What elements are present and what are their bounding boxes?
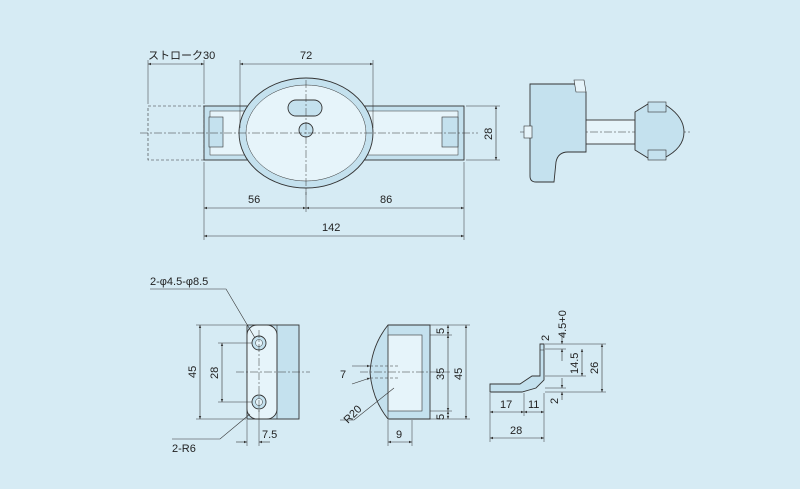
bar-end-right bbox=[441, 116, 459, 148]
dim-86: 86 bbox=[380, 194, 392, 206]
stroke-label: ストローク30 bbox=[148, 49, 215, 62]
knob-cap-bottom bbox=[647, 149, 667, 161]
hole-label: 2-φ4.5-φ8.5 bbox=[150, 276, 208, 288]
dim-7-5: 7.5 bbox=[262, 429, 277, 441]
tolerance-label: 4.5+0 bbox=[557, 310, 569, 338]
dim-5-bottom: 5 bbox=[435, 414, 447, 420]
receiver-profile: 7 R20 5 35 5 45 9 bbox=[340, 324, 470, 446]
bracket-side: 2 4.5+0 14.5 26 2 17 11 28 bbox=[489, 310, 606, 442]
profile-pocket bbox=[387, 334, 423, 412]
dim-45-front: 45 bbox=[187, 366, 199, 378]
dim-142: 142 bbox=[322, 222, 340, 234]
dim-2-top: 2 bbox=[540, 335, 552, 341]
radius-label-r6: 2-R6 bbox=[172, 443, 196, 455]
top-view: ストローク30 72 28 56 86 142 bbox=[140, 49, 500, 240]
dim-14-5: 14.5 bbox=[569, 353, 581, 374]
receiver-front: 45 28 2-φ4.5-φ8.5 2-R6 7.5 bbox=[150, 276, 310, 455]
dim-17: 17 bbox=[500, 399, 512, 411]
dim-28-bracket: 28 bbox=[510, 425, 522, 437]
dim-56: 56 bbox=[248, 194, 260, 206]
dim-11: 11 bbox=[528, 399, 539, 411]
dim-5-top: 5 bbox=[435, 328, 447, 334]
dim-28-front: 28 bbox=[209, 367, 221, 379]
bar-end-left bbox=[208, 116, 224, 148]
knob-cap-top bbox=[647, 101, 667, 113]
slot bbox=[287, 99, 323, 117]
side-view bbox=[520, 79, 690, 183]
dim-28-top: 28 bbox=[483, 128, 495, 140]
dim-7: 7 bbox=[340, 369, 346, 381]
dim-45-profile: 45 bbox=[453, 368, 465, 380]
bracket-profile bbox=[489, 343, 545, 393]
dim-9: 9 bbox=[396, 429, 402, 441]
side-body bbox=[529, 83, 587, 183]
dim-35: 35 bbox=[435, 368, 447, 380]
dim-26: 26 bbox=[589, 362, 601, 374]
radius-label-r20: R20 bbox=[342, 403, 365, 426]
dim-2-bottom: 2 bbox=[549, 398, 561, 404]
dim-72: 72 bbox=[300, 50, 312, 62]
